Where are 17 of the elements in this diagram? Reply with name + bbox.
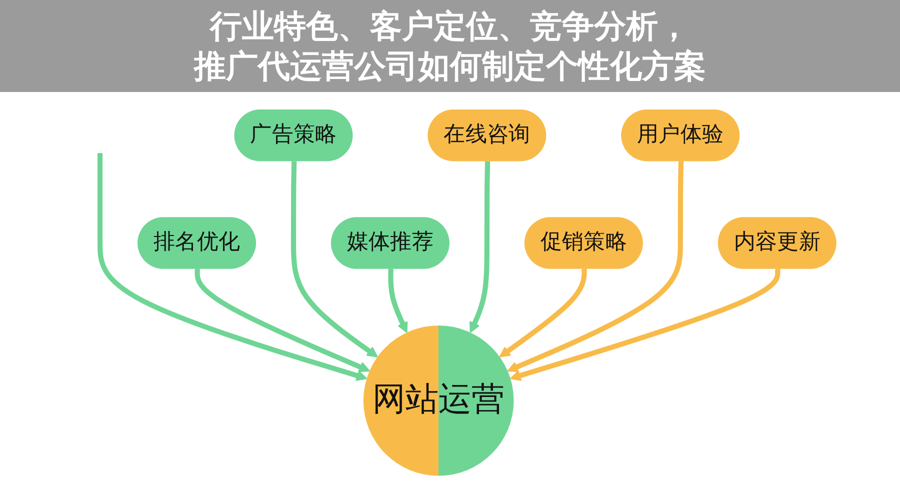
topic-pill: 用户体验 [621, 110, 740, 162]
topic-pill: 媒体推荐 [331, 217, 450, 269]
arrow [98, 153, 368, 381]
arrow [499, 268, 587, 358]
topic-pill: 内容更新 [718, 217, 836, 269]
topic-pill: 广告策略 [234, 110, 353, 162]
arrow [290, 161, 378, 358]
topic-pill: 促销策略 [524, 217, 643, 269]
arrow [510, 268, 780, 381]
arrow [194, 268, 370, 372]
title: 行业特色、客户定位、竞争分析，推广代运营公司如何制定个性化方案 [192, 6, 707, 86]
topic-pill: 排名优化 [138, 217, 256, 269]
topic-pill: 在线咨询 [428, 110, 546, 162]
arrow [507, 161, 684, 372]
center-circle: 网站运营 [363, 325, 514, 476]
arrow [388, 268, 408, 334]
arrow [470, 161, 490, 334]
